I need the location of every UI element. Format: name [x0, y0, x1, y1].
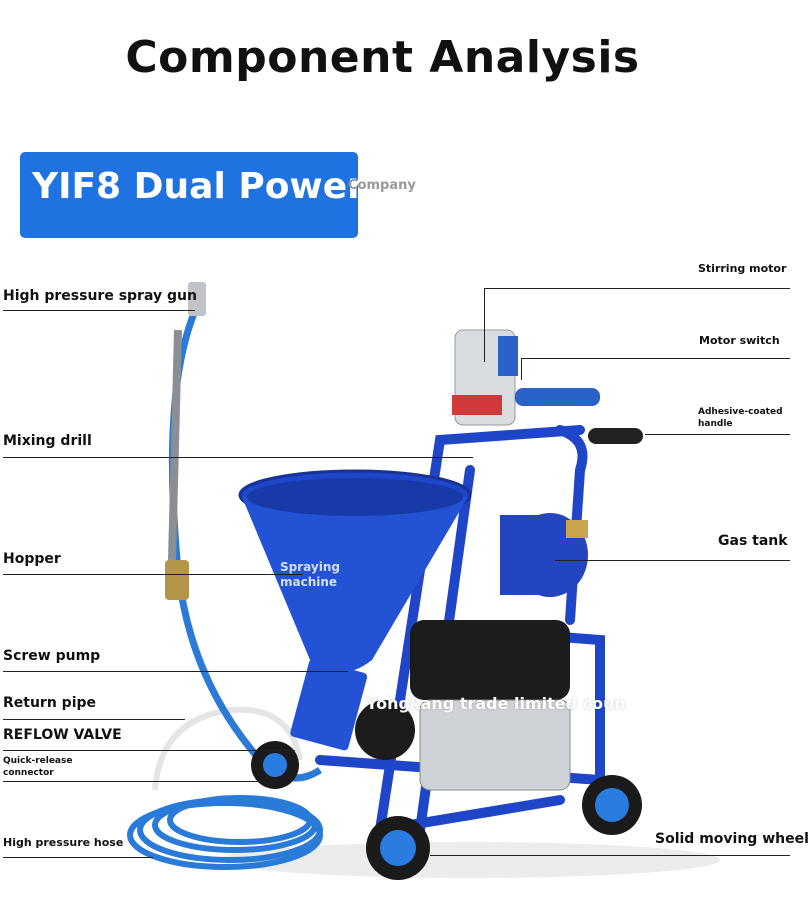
spraying-machine-illustration — [127, 282, 720, 880]
leader-quick-release — [3, 781, 258, 782]
leader-gas-tank — [555, 560, 790, 561]
label-moving-wheel: Solid moving wheel — [655, 831, 809, 847]
page: Component Analysis YIF8 Dual Power Compa… — [3, 32, 809, 880]
leader-moving-wheel — [430, 855, 790, 856]
label-high-pressure-hose: High pressure hose — [3, 836, 124, 849]
hopper-overlay-line2: machine — [280, 575, 338, 589]
label-screw-pump: Screw pump — [3, 648, 101, 664]
model-banner — [20, 152, 358, 238]
leader-spray-gun — [3, 310, 195, 311]
label-hopper: Hopper — [3, 551, 61, 567]
leader-stirring-motor — [484, 288, 790, 289]
hopper-overlay-line1: Spraying — [280, 560, 340, 574]
label-gas-tank: Gas tank — [718, 533, 788, 549]
leader-stirring-motor-drop — [484, 288, 485, 362]
label-stirring-motor: Stirring motor — [698, 262, 787, 275]
label-handle-line2: handle — [698, 419, 733, 429]
label-spray-gun: High pressure spray gun — [3, 288, 197, 304]
label-return-pipe: Return pipe — [3, 695, 97, 711]
label-quick-release-line2: connector — [3, 768, 54, 778]
banner-company-text: Company — [348, 178, 416, 193]
label-motor-switch: Motor switch — [699, 334, 780, 347]
label-handle-line1: Adhesive-coated — [698, 407, 783, 417]
leader-reflow-valve — [3, 750, 295, 751]
label-mixing-drill: Mixing drill — [3, 433, 92, 449]
watermark-text: Yongkang trade limited coun — [366, 694, 626, 713]
leader-return-pipe — [3, 719, 185, 720]
leader-mixing-drill — [3, 457, 473, 458]
label-reflow-valve: REFLOW VALVE — [3, 727, 122, 743]
leader-hopper — [3, 574, 303, 575]
leader-high-pressure-hose — [3, 857, 153, 858]
leader-screw-pump — [3, 671, 348, 672]
leader-motor-switch — [521, 358, 790, 359]
leader-handle — [645, 434, 790, 435]
page-title: Component Analysis — [125, 32, 640, 83]
leader-motor-switch-drop — [521, 358, 522, 380]
label-quick-release-line1: Quick-release — [3, 756, 73, 766]
model-banner-text: YIF8 Dual Power — [32, 166, 365, 207]
